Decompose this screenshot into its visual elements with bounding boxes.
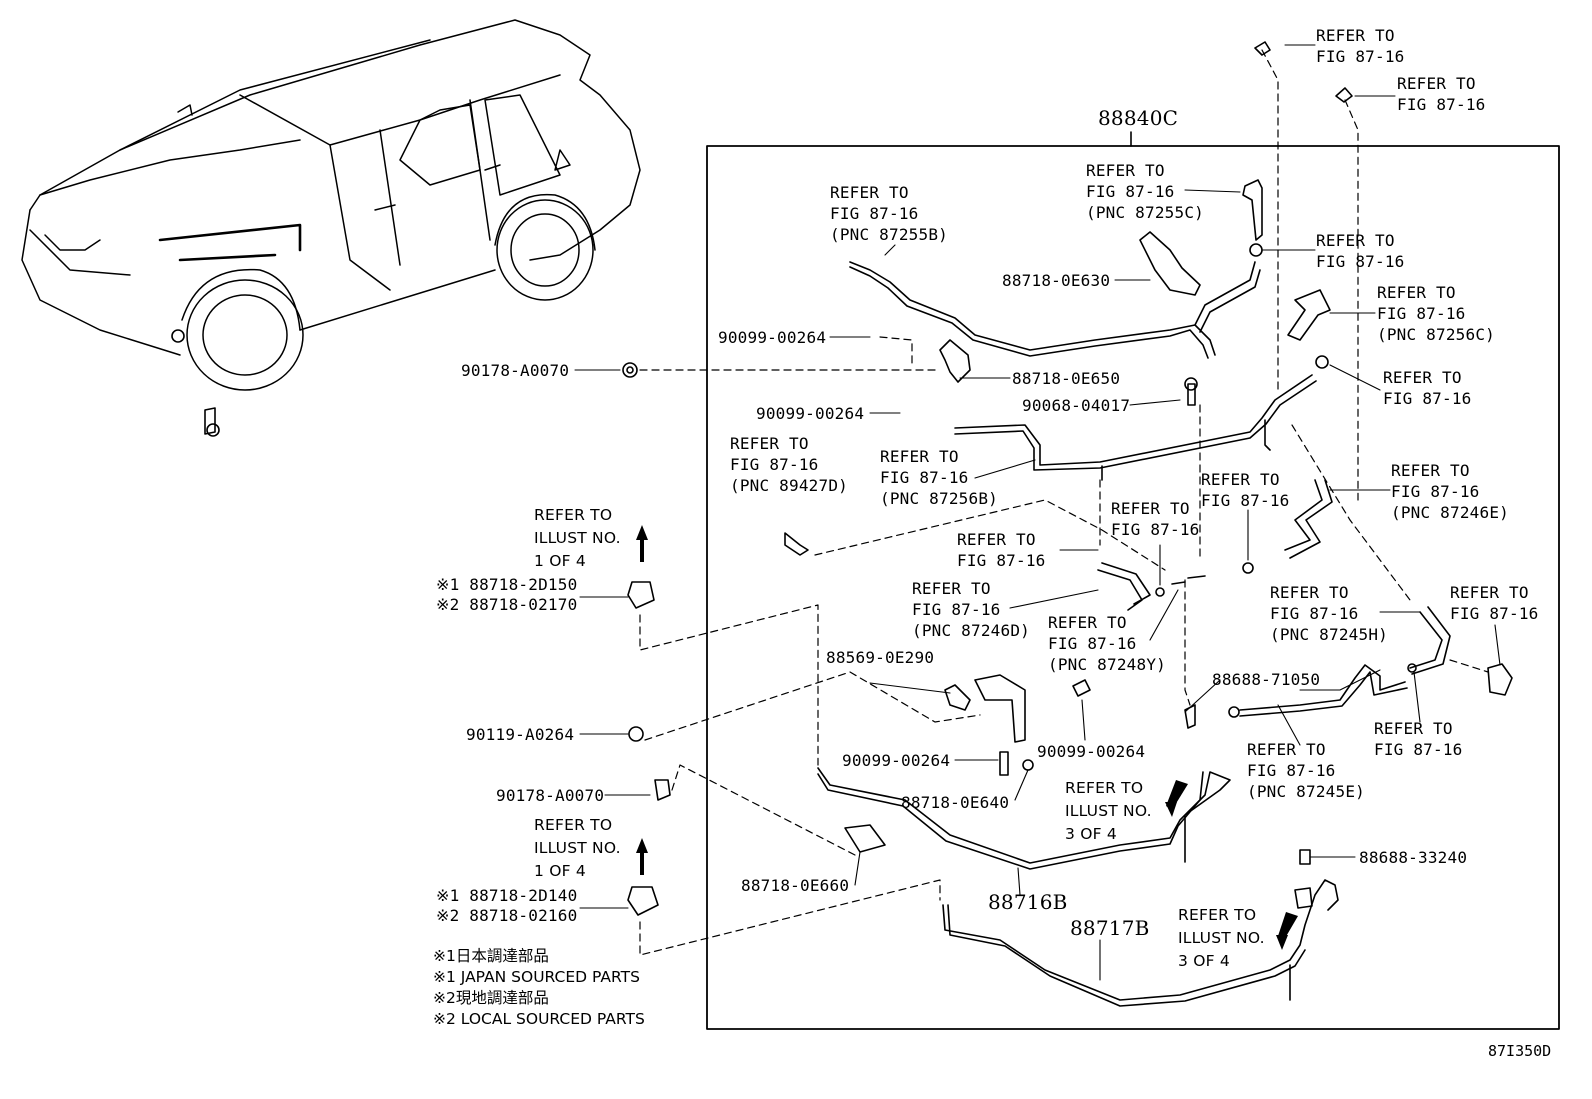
part-variant-88718-2D140[interactable]: ※1 88718-2D140 [436,886,578,905]
connectors [171,41,1513,916]
ref-mid-1[interactable]: REFER TO FIG 87-16 [1201,470,1290,510]
illust-ref-2[interactable]: REFER TO ILLUST NO. 1 OF 4 [534,816,621,880]
part-88717B[interactable]: 88717B [1070,916,1150,940]
legend-line-4: ※2 LOCAL SOURCED PARTS [433,1010,645,1028]
illust-ref-3[interactable]: REFER TO ILLUST NO. 3 OF 4 [1065,779,1152,843]
ref-87245E[interactable]: REFER TO FIG 87-16 (PNC 87245E) [1247,740,1365,801]
arrows [636,525,1298,950]
part-variant-88718-2D150[interactable]: ※1 88718-2D150 [436,575,578,594]
ref-87246E[interactable]: REFER TO FIG 87-16 (PNC 87246E) [1391,461,1509,522]
ref-lower-right[interactable]: REFER TO FIG 87-16 [1374,719,1463,759]
part-88569-0E290[interactable]: 88569-0E290 [826,648,935,667]
ref-right-2[interactable]: REFER TO FIG 87-16 [1383,368,1472,408]
part-90178-A0070-a[interactable]: 90178-A0070 [461,361,570,380]
part-88688-33240[interactable]: 88688-33240 [1359,848,1468,867]
wire-harness [817,261,1451,1007]
illust-ref-4[interactable]: REFER TO ILLUST NO. 3 OF 4 [1178,906,1265,970]
ref-87255C[interactable]: REFER TO FIG 87-16 (PNC 87255C) [1086,161,1204,222]
part-90099-00264-b[interactable]: 90099-00264 [756,404,865,423]
illust-ref-1[interactable]: REFER TO ILLUST NO. 1 OF 4 [534,506,621,570]
part-90178-A0070-b[interactable]: 90178-A0070 [496,786,605,805]
ref-far-right[interactable]: REFER TO FIG 87-16 [1450,583,1539,623]
part-88718-0E660[interactable]: 88718-0E660 [741,876,850,895]
legend-line-1: ※1日本調達部品 [433,947,549,965]
ref-right-1[interactable]: REFER TO FIG 87-16 [1316,231,1405,271]
ref-87256B[interactable]: REFER TO FIG 87-16 (PNC 87256B) [880,447,998,508]
part-variant-88718-02170[interactable]: ※2 88718-02170 [436,595,578,614]
part-88718-0E650[interactable]: 88718-0E650 [1012,369,1121,388]
part-90099-00264-c[interactable]: 90099-00264 [842,751,951,770]
part-88718-0E640[interactable]: 88718-0E640 [901,793,1010,812]
part-88716B[interactable]: 88716B [988,890,1068,914]
vehicle-illustration [21,19,641,391]
legend-line-2: ※1 JAPAN SOURCED PARTS [433,968,640,986]
legend-line-3: ※2現地調達部品 [433,989,549,1007]
ref-87248Y[interactable]: REFER TO FIG 87-16 (PNC 87248Y) [1048,613,1166,674]
part-90068-04017[interactable]: 90068-04017 [1022,396,1131,415]
assembly-number[interactable]: 88840C [1098,106,1179,130]
part-90099-00264-a[interactable]: 90099-00264 [718,328,827,347]
part-88688-71050[interactable]: 88688-71050 [1212,670,1321,689]
ref-87255B[interactable]: REFER TO FIG 87-16 (PNC 87255B) [830,183,948,244]
ref-top-2[interactable]: REFER TO FIG 87-16 [1397,74,1486,114]
diagram-code: 87I350D [1488,1042,1552,1060]
ref-89427D[interactable]: REFER TO FIG 87-16 (PNC 89427D) [730,434,848,495]
ref-87256C[interactable]: REFER TO FIG 87-16 (PNC 87256C) [1377,283,1495,344]
part-variant-88718-02160[interactable]: ※2 88718-02160 [436,906,578,925]
part-90099-00264-d[interactable]: 90099-00264 [1037,742,1146,761]
part-88718-0E630[interactable]: 88718-0E630 [1002,271,1111,290]
leader-lines [574,44,1501,981]
ref-87245H[interactable]: REFER TO FIG 87-16 (PNC 87245H) [1270,583,1388,644]
assembly-frame [706,145,1560,1030]
dashed-lines [639,49,1489,956]
ref-87246D[interactable]: REFER TO FIG 87-16 (PNC 87246D) [912,579,1030,640]
ref-mid-3[interactable]: REFER TO FIG 87-16 [957,530,1046,570]
ref-top-1[interactable]: REFER TO FIG 87-16 [1316,26,1405,66]
ref-mid-2[interactable]: REFER TO FIG 87-16 [1111,499,1200,539]
part-90119-A0264[interactable]: 90119-A0264 [466,725,575,744]
